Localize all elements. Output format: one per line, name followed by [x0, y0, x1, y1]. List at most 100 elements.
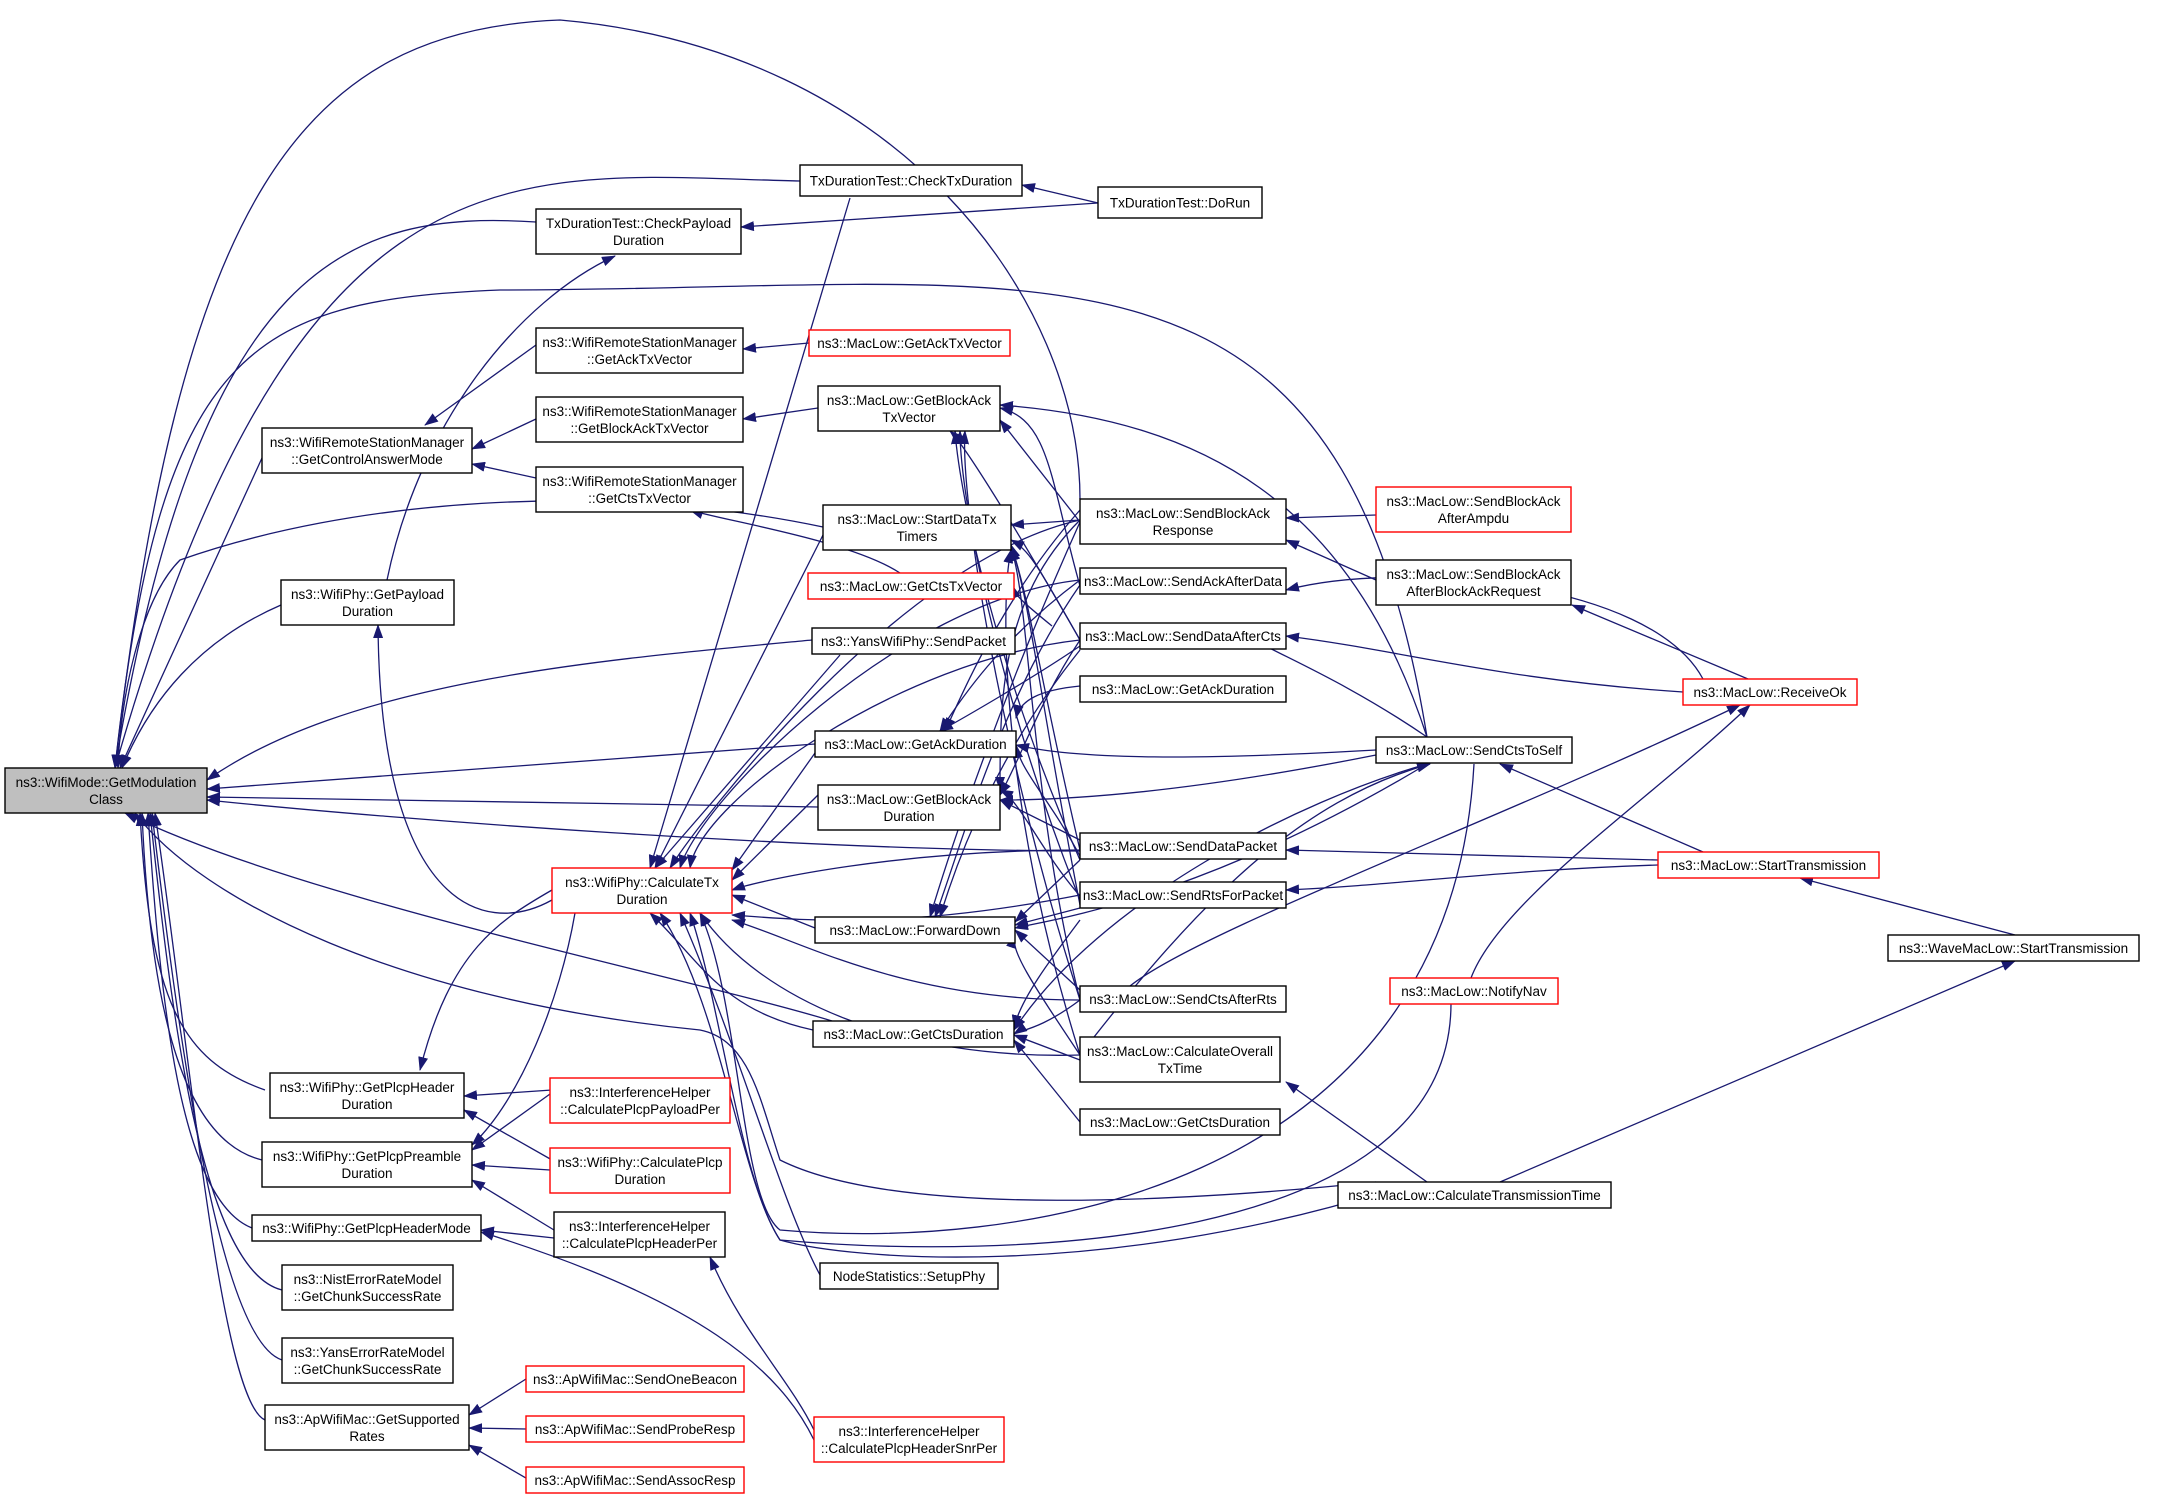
function-node[interactable]: ns3::MacLow::GetCtsDuration: [812, 1020, 1015, 1048]
function-node[interactable]: ns3::MacLow::SendDataAfterCts: [1079, 622, 1287, 650]
node-label: ns3::WifiPhy::GetPlcpHeader: [280, 1080, 455, 1095]
node-box: [799, 164, 1023, 197]
function-node[interactable]: ns3::InterferenceHelper::CalculatePlcpHe…: [553, 1211, 726, 1258]
node-box: [269, 1072, 465, 1119]
function-node[interactable]: ns3::ApWifiMac::SendProbeResp: [525, 1415, 745, 1443]
node-label: ns3::MacLow::SendBlockAck: [1096, 506, 1270, 521]
node-label: Rates: [349, 1429, 385, 1444]
function-node[interactable]: ns3::MacLow::SendCtsToSelf: [1375, 736, 1573, 764]
node-box: [549, 1077, 731, 1124]
call-edge-n48-n40: [480, 1231, 815, 1441]
function-node[interactable]: NodeStatistics::SetupPhy: [819, 1262, 999, 1290]
node-label: Response: [1153, 523, 1214, 538]
function-node[interactable]: ns3::InterferenceHelper::CalculatePlcpPa…: [549, 1077, 731, 1124]
function-node[interactable]: ns3::MacLow::SendRtsForPacket: [1079, 881, 1287, 909]
function-node[interactable]: TxDurationTest::DoRun: [1097, 186, 1263, 219]
call-edge-n30-n12: [1010, 547, 1081, 1001]
call-edge-n43-n0: [146, 812, 283, 1291]
call-edge-n33-n32: [1013, 1034, 1081, 1061]
node-box: [1375, 736, 1573, 764]
function-node[interactable]: ns3::MacLow::GetAckDuration: [1079, 675, 1287, 703]
function-node[interactable]: ns3::MacLow::CalculateTransmissionTime: [1337, 1181, 1612, 1209]
node-label: ns3::WaveMacLow::StartTransmission: [1899, 941, 2128, 956]
call-edge-n8-n0: [119, 457, 263, 769]
function-node[interactable]: ns3::InterferenceHelper::CalculatePlcpHe…: [813, 1416, 1005, 1463]
node-box: [535, 396, 744, 443]
function-node[interactable]: ns3::MacLow::NotifyNav: [1389, 977, 1559, 1005]
node-label: ns3::MacLow::GetAckDuration: [824, 737, 1006, 752]
function-node[interactable]: ns3::ApWifiMac::SendOneBeacon: [525, 1365, 745, 1393]
call-edge-n47-n46: [468, 1423, 527, 1434]
node-label: ns3::ApWifiMac::SendProbeResp: [535, 1422, 735, 1437]
call-edges: [111, 19, 2016, 1479]
call-edge-n2-n3: [740, 202, 1099, 232]
function-node[interactable]: ns3::MacLow::GetAckTxVector: [808, 329, 1011, 357]
call-edge-n21-n26: [731, 752, 816, 871]
node-box: [261, 1141, 473, 1188]
function-node[interactable]: ns3::WifiRemoteStationManager::GetAckTxV…: [535, 327, 744, 374]
call-edge-n45-n46: [468, 1378, 527, 1416]
call-edge-n25-n27: [1285, 864, 1659, 895]
node-label: ns3::MacLow::GetCtsTxVector: [820, 579, 1003, 594]
node-label: ::CalculatePlcpPayloadPer: [560, 1102, 720, 1117]
call-edge-n44-n0: [148, 812, 283, 1361]
function-node[interactable]: ns3::MacLow::ReceiveOk: [1682, 678, 1858, 706]
function-node[interactable]: ns3::MacLow::StartTransmission: [1657, 851, 1880, 879]
call-edge-n38-n34: [463, 1109, 553, 1161]
node-box: [1079, 622, 1287, 650]
node-label: ns3::MacLow::GetAckDuration: [1092, 682, 1274, 697]
call-edge-n41-n37: [471, 1179, 555, 1231]
function-node[interactable]: ns3::WifiRemoteStationManager::GetBlockA…: [535, 396, 744, 443]
function-node[interactable]: ns3::YansWifiPhy::SendPacket: [811, 627, 1016, 655]
function-node[interactable]: ns3::WifiPhy::GetPlcpHeaderMode: [251, 1214, 482, 1242]
function-node[interactable]: ns3::MacLow::GetBlockAckTxVector: [817, 385, 1001, 432]
node-label: Duration: [883, 809, 934, 824]
node-box: [814, 916, 1016, 944]
call-edge-n22-n0: [111, 283, 1428, 769]
node-label: ns3::WifiPhy::GetPayload: [291, 587, 444, 602]
function-node[interactable]: ns3::MacLow::ForwardDown: [814, 916, 1016, 944]
function-node[interactable]: ns3::WifiRemoteStationManager::GetContro…: [261, 427, 473, 474]
node-label: ns3::MacLow::CalculateOverall: [1087, 1044, 1273, 1059]
function-node[interactable]: ns3::WaveMacLow::StartTransmission: [1887, 934, 2140, 962]
node-label: ::GetChunkSuccessRate: [294, 1362, 442, 1377]
function-node[interactable]: ns3::ApWifiMac::SendAssocResp: [525, 1466, 745, 1494]
node-label: ::GetCtsTxVector: [588, 491, 691, 506]
node-box: [264, 1404, 470, 1451]
node-label: ns3::MacLow::CalculateTransmissionTime: [1348, 1188, 1601, 1203]
call-edge-n25-n24: [1285, 845, 1659, 861]
node-label: ::GetBlockAckTxVector: [570, 421, 709, 436]
function-node[interactable]: ns3::MacLow::GetCtsTxVector: [807, 572, 1015, 600]
call-edge-n32-n0: [124, 812, 833, 1022]
function-node[interactable]: ns3::MacLow::SendCtsAfterRts: [1079, 985, 1287, 1013]
function-node[interactable]: ns3::YansErrorRateModel::GetChunkSuccess…: [281, 1337, 454, 1384]
node-box: [535, 327, 744, 374]
function-node[interactable]: ns3::WifiRemoteStationManager::GetCtsTxV…: [535, 466, 744, 513]
function-node[interactable]: TxDurationTest::CheckTxDuration: [799, 164, 1023, 197]
function-node[interactable]: ns3::MacLow::GetAckDuration: [814, 730, 1017, 758]
function-node[interactable]: ns3::MacLow::SendDataPacket: [1079, 832, 1287, 860]
node-label: Duration: [341, 1097, 392, 1112]
call-edge-n4-n8: [424, 344, 537, 426]
function-node[interactable]: ns3::MacLow::GetCtsDuration: [1079, 1108, 1281, 1136]
node-box: [814, 730, 1017, 758]
node-label: Timers: [897, 529, 938, 544]
function-node[interactable]: ns3::MacLow::SendAckAfterData: [1079, 567, 1287, 595]
node-box: [817, 385, 1001, 432]
function-node[interactable]: ns3::NistErrorRateModel::GetChunkSuccess…: [281, 1264, 454, 1311]
function-node[interactable]: ns3::MacLow::SendBlockAckAfterBlockAckRe…: [1375, 559, 1572, 606]
node-label: ns3::MacLow::SendBlockAck: [1386, 494, 1560, 509]
